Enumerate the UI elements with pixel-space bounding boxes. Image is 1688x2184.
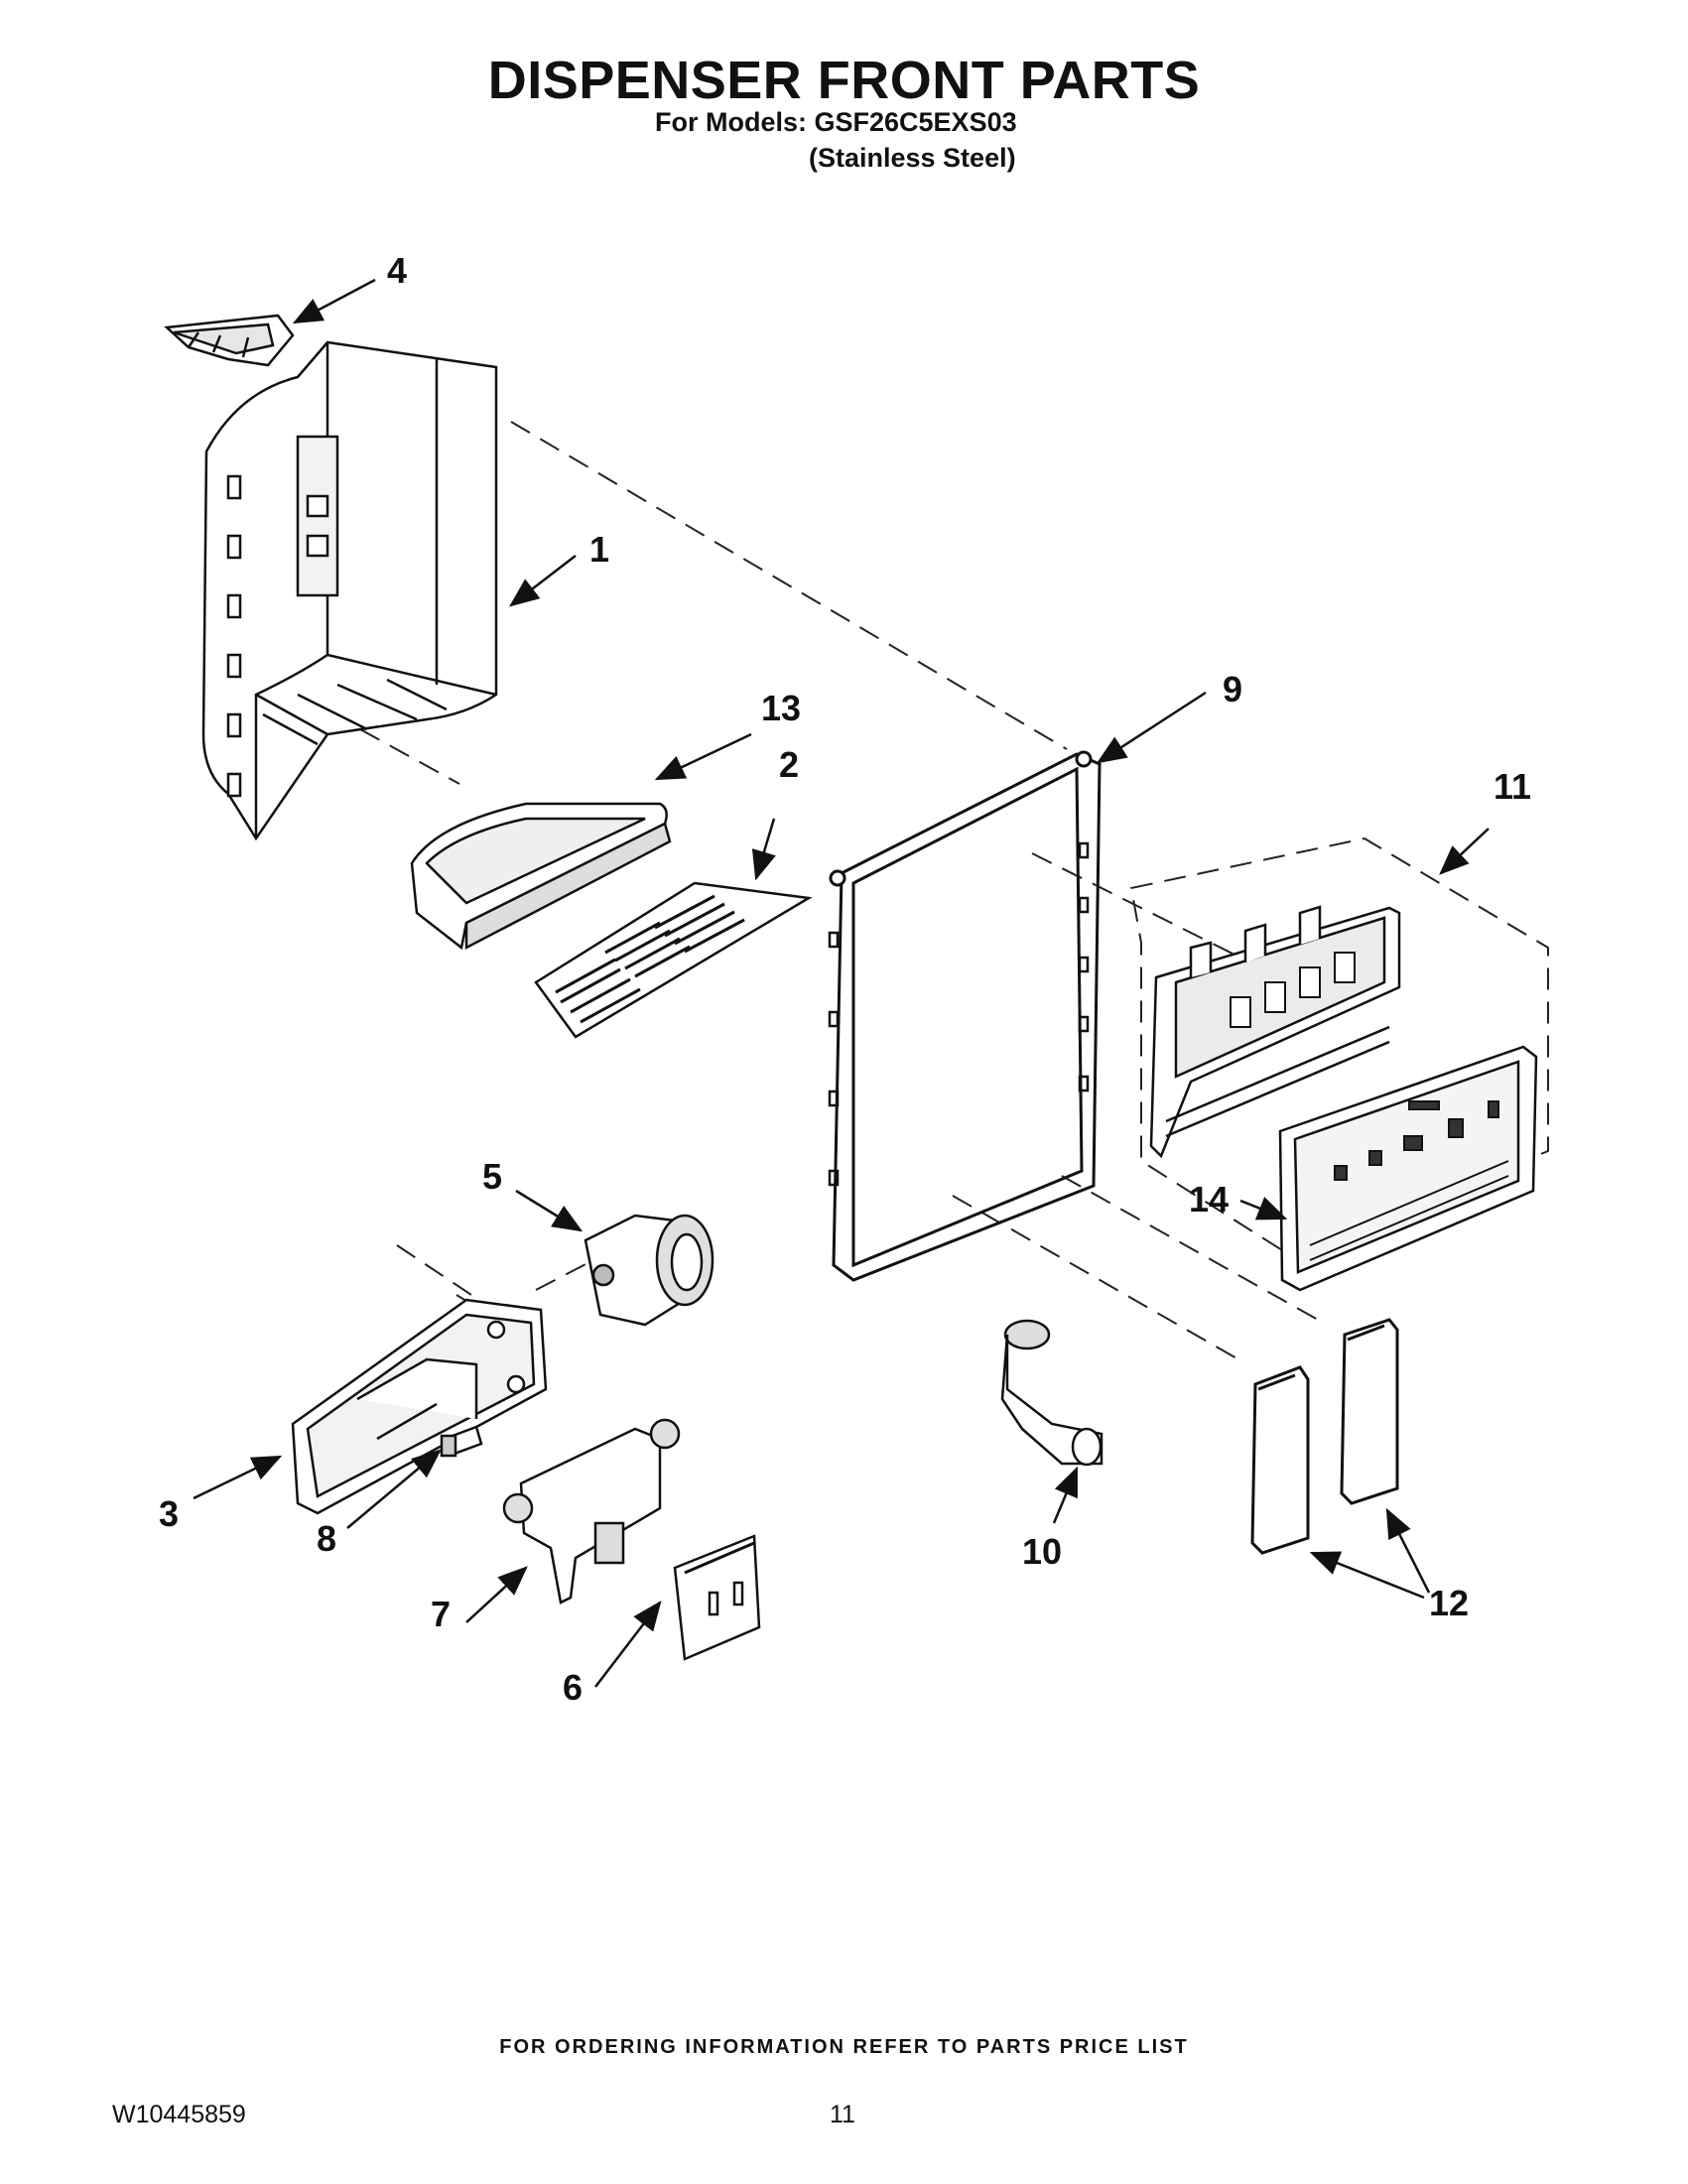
callout-7: 7	[431, 1594, 452, 1634]
page-number: 11	[830, 2101, 855, 2128]
callout-10: 10	[1022, 1531, 1063, 1572]
page-title: DISPENSER FRONT PARTS	[487, 51, 1201, 110]
part-2-drip-grille	[534, 881, 813, 1039]
callout-14: 14	[1189, 1179, 1230, 1220]
document-number: W10445859	[112, 2101, 246, 2128]
part-4-ice-cup	[164, 314, 295, 367]
callout-12: 12	[1429, 1583, 1470, 1623]
part-12-door-covers	[1250, 1318, 1399, 1555]
part-9-dispenser-frame	[828, 750, 1102, 1282]
callout-3: 3	[159, 1493, 180, 1534]
callout-1: 1	[589, 529, 610, 570]
finish-line: (Stainless Steel)	[809, 143, 1016, 173]
ordering-note: FOR ORDERING INFORMATION REFER TO PARTS …	[499, 2036, 1189, 2058]
callout-2: 2	[779, 744, 800, 785]
part-11-control-housing	[1149, 905, 1401, 1159]
callout-9: 9	[1223, 669, 1243, 709]
models-line: For Models: GSF26C5EXS03	[655, 107, 1017, 137]
part-8-screw	[440, 1425, 483, 1458]
part-10-water-fitting	[1000, 1319, 1104, 1467]
callout-6: 6	[563, 1667, 584, 1708]
callout-5: 5	[482, 1156, 503, 1197]
callout-arrows	[193, 278, 1490, 1688]
part-5-motor	[584, 1214, 714, 1327]
part-3-mounting-bracket	[291, 1298, 548, 1515]
callout-8: 8	[317, 1518, 337, 1559]
part-13-drip-tray	[410, 802, 672, 951]
callout-11: 11	[1493, 766, 1532, 807]
part-14-control-panel	[1278, 1045, 1538, 1292]
callout-13: 13	[761, 688, 802, 728]
part-1-dispenser-housing	[201, 340, 498, 841]
part-6-dispenser-paddle	[673, 1534, 761, 1661]
callout-4: 4	[387, 250, 408, 291]
part-7-actuator-switch	[502, 1418, 681, 1605]
